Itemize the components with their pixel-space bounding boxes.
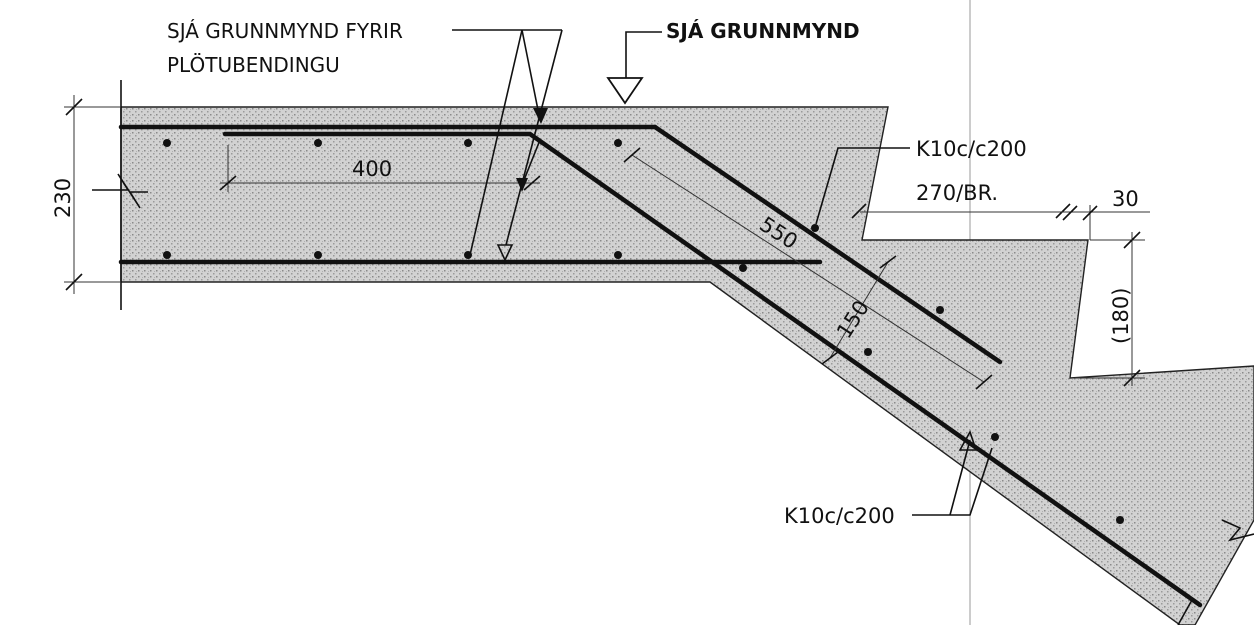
dim-slab-thickness: 230 (51, 95, 121, 294)
bent-bar-lower (222, 131, 1203, 608)
plan-callout: SJÁ GRUNNMYND (606, 19, 860, 105)
distribution-bars (163, 139, 1124, 524)
dim-nosing: 30 (1060, 187, 1150, 240)
break-tick-bottom (1177, 599, 1193, 625)
callout-slab-line1: SJÁ GRUNNMYND FYRIR (167, 19, 403, 43)
concrete-section (120, 106, 1254, 625)
reinforcement (118, 124, 1203, 608)
step-note: 270/BR. (851, 181, 1071, 219)
step-note-label: 270/BR. (916, 181, 998, 205)
slab-bending-callout: SJÁ GRUNNMYND FYRIR PLÖTUBENDINGU (167, 19, 563, 262)
callout-slab-line2: PLÖTUBENDINGU (167, 53, 340, 77)
dim-230-label: 230 (51, 178, 75, 218)
dim-riser: (180) (1075, 231, 1145, 387)
dim-180-label: (180) (1109, 288, 1133, 344)
bar-mark-lower: K10c/c200 (784, 430, 993, 528)
callout-plan-label: SJÁ GRUNNMYND (666, 19, 860, 43)
dim-30-label: 30 (1112, 187, 1139, 211)
dim-400-label: 400 (352, 157, 392, 181)
bar-mark-upper-label: K10c/c200 (916, 137, 1027, 161)
bent-bar-upper (652, 124, 1003, 365)
bar-mark-upper: K10c/c200 (815, 137, 1027, 225)
break-line-right (1221, 519, 1254, 542)
bar-mark-lower-label: K10c/c200 (784, 504, 895, 528)
break-line-left (92, 173, 148, 209)
